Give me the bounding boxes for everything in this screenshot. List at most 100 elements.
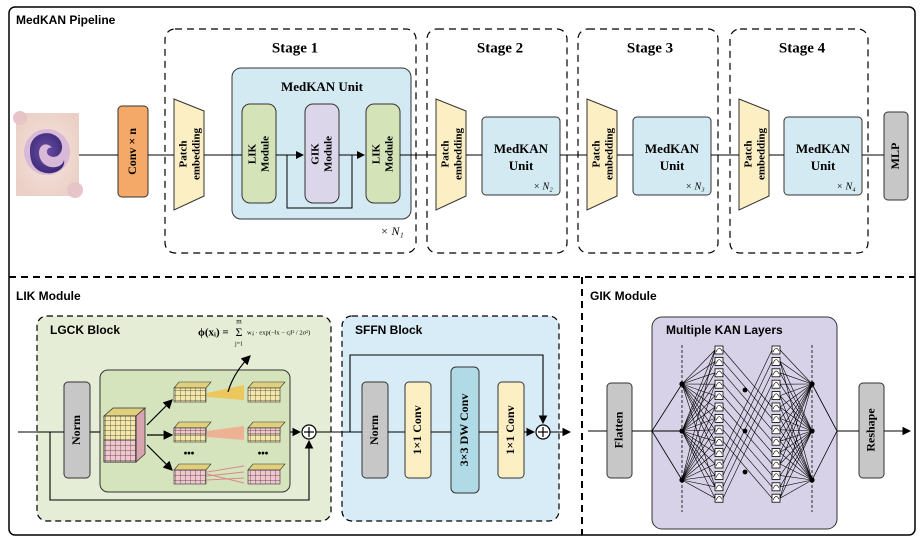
kan-edge [681,349,716,481]
kan-edge [681,383,716,487]
kan-output-edge [811,383,838,432]
kan-spline-curve [772,370,780,375]
kan-spline-curve [772,439,780,444]
kan-spline-curve [772,427,780,432]
kan-edge [681,406,716,432]
kan-spline-box [714,425,724,435]
kan-spline-box [714,448,724,458]
kan-edge [779,384,813,432]
patch-embedding-2: Patch embedding [435,98,467,211]
kan-edge [722,361,773,419]
kan-edge [681,383,716,419]
medkan-unit-stage-4 [783,116,863,196]
kan-spline-curve [772,393,780,398]
input-image [13,111,83,198]
kan-spline-box [771,448,781,458]
kan-edge [779,452,813,481]
kan-output-node [809,381,815,387]
lik-module-title: LIK Module [16,289,81,303]
lgck-norm-label: Norm [69,415,83,445]
kan-spline-box [714,391,724,401]
unit-4-sublabel: Unit [811,158,836,173]
kan-spline-curve [715,473,723,478]
kan-spline-curve [715,496,723,501]
patch-label-bottom: embedding [756,128,768,180]
kan-spline-box [714,436,724,446]
kan-spline-curve [715,427,723,432]
kan-edge [681,361,716,432]
conv-block [117,105,149,198]
kan-hidden-node [742,428,748,434]
stage-4-title: Stage 4 [779,40,826,56]
formula-sum-bottom: j=1 [234,341,243,347]
kan-edge [779,361,813,432]
stage-3-frame [577,28,719,254]
kan-edge [722,395,773,499]
lik-label-1: LIK [247,143,259,164]
kan-spline-box [771,391,781,401]
kan-edge [779,383,813,430]
kan-edge [779,383,813,442]
patch-embedding-3: Patch embedding [586,98,618,211]
stage-1-repeat: × N₁ [380,224,403,238]
kan-spline-curve [715,461,723,467]
kan-output-node [809,428,815,434]
feature-cube-row-2 [173,421,286,443]
kan-edge [779,430,813,476]
patch-label-top: Patch [440,141,452,168]
outer-frame [8,6,916,536]
kan-spline-box [771,379,781,389]
kan-edge [681,430,716,465]
kan-input-edge [651,383,683,432]
kan-spline-curve [772,382,780,387]
feature-cube-row-1 [173,381,286,403]
patch-label-top: Patch [743,141,755,168]
kan-output-edge [811,430,838,481]
kan-spline-curve [715,370,723,375]
stage-1-frame [164,28,417,254]
kan-spline-curve [715,404,723,410]
conv-label: Conv × n [125,128,139,175]
kan-edge [681,430,716,453]
kan-spline-curve [715,439,723,444]
stage-3-repeat: × N₃ [685,181,705,192]
kan-spline-box [714,413,724,423]
kan-spline-curve [772,404,780,410]
kan-spline-box [771,356,781,366]
kan-spline-box [714,459,724,469]
kan-edge [681,406,716,481]
reshape-label: Reshape [863,408,877,452]
feature-cube-row-3 [173,463,286,485]
kan-edge [681,349,716,432]
stage-3-title: Stage 3 [627,40,673,56]
kan-spline-box [771,345,781,355]
kan-edge [779,479,813,488]
kan-spline-box [771,436,781,446]
unit-4-label: MedKAN [796,141,851,156]
flatten-label: Flatten [611,411,625,448]
kan-spline-curve [715,359,723,364]
kan-edge [681,429,716,432]
kan-output-node [809,477,815,483]
kan-edge [779,463,813,481]
lgck-norm-block [63,381,91,479]
lik-sublabel-2: Module [384,136,396,172]
unit-2-label: MedKAN [494,141,549,156]
formula-sum: Σ [236,325,243,339]
kan-edge [779,430,813,442]
patch-label-top: Patch [178,141,190,168]
kan-spline-box [771,368,781,378]
kan-edge [681,395,716,432]
kan-hidden-node [742,387,748,393]
kan-edge [722,361,773,465]
kan-edge [681,475,716,481]
stage-2-title: Stage 2 [477,40,523,56]
ellipsis-right: ••• [258,449,269,460]
kan-spline-box [771,402,781,412]
kan-hidden-node [742,469,748,475]
lgck-title: LGCK Block [50,323,120,337]
kan-spline-box [771,425,781,435]
unit-2-sublabel: Unit [509,158,534,173]
kan-spline-curve [715,450,723,455]
kan-edge [681,441,716,481]
